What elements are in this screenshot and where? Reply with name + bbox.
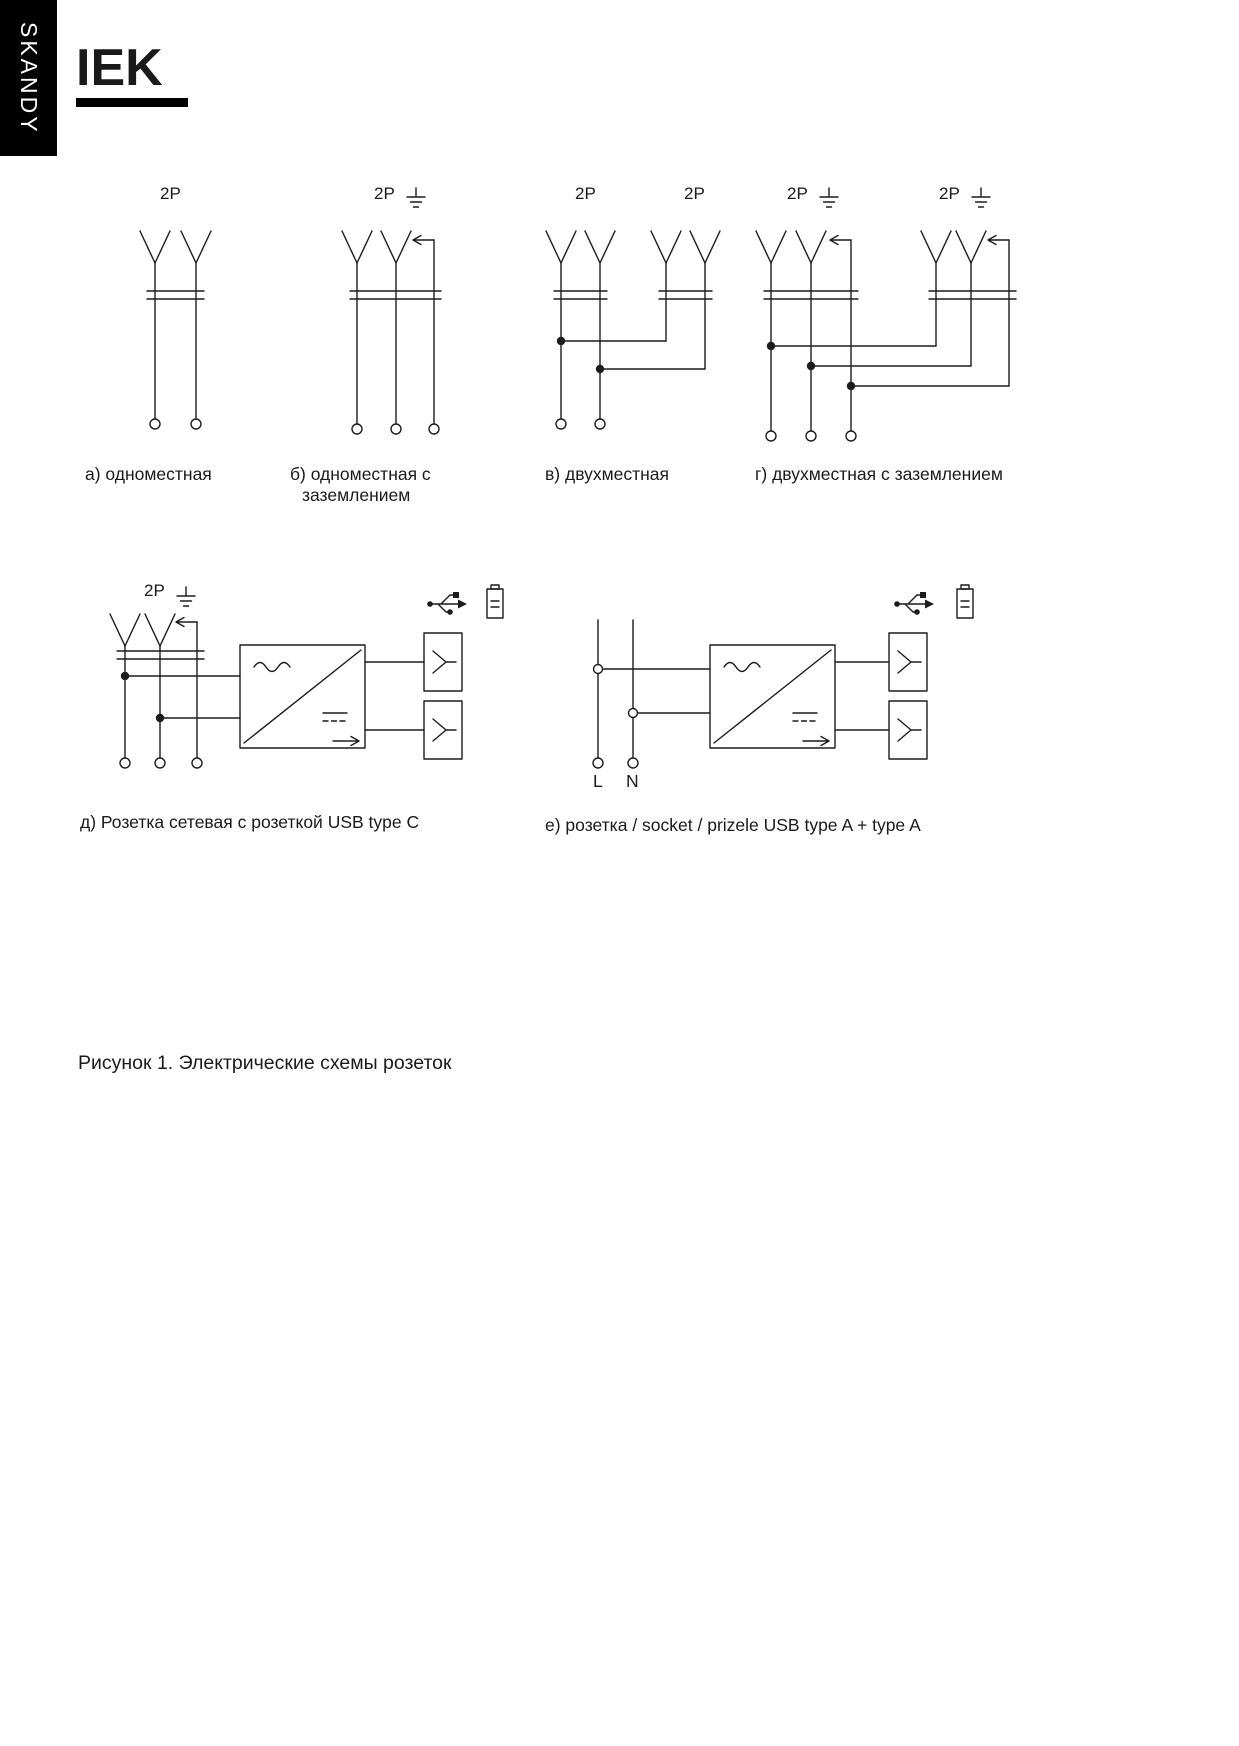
acdc-converter-block [239,644,366,749]
label-neutral-terminal: N [626,771,639,791]
label-2p: 2P [374,184,395,203]
logo-underline-bar [76,98,188,107]
label-2p: 2P [787,184,808,203]
earth-icon [819,187,839,208]
battery-icon [956,584,974,619]
caption-diagram-b-line2: заземлением [302,485,411,505]
earth-icon [971,187,991,208]
usb-icon [894,592,934,615]
caption-diagram-g: г) двухместная с заземлением [755,464,1003,484]
schematic-double-socket-earthed [755,187,1017,442]
earth-icon [406,187,426,208]
logo: IEK [76,42,188,107]
brand-sidebar: SKANDY [0,0,57,156]
caption-diagram-a: а) одноместная [85,464,212,484]
schematic-socket-usb-type-a [592,584,974,769]
schematic-single-socket [139,230,212,430]
logo-text: IEK [76,39,163,97]
schematics-canvas [109,187,1017,769]
caption-diagram-b-line1: б) одноместная с [290,464,431,484]
label-2p: 2P [684,184,705,203]
label-2p: 2P [160,184,181,203]
schematic-double-socket [545,230,721,430]
usb-icon [427,592,467,615]
battery-icon [486,584,504,619]
schematic-single-socket-earthed [341,187,442,435]
caption-diagram-e: е) розетка / socket / prizele USB type A… [545,815,921,835]
caption-diagram-d: д) Розетка сетевая с розеткой USB type C [80,812,420,832]
usb-output-port [888,632,928,692]
usb-output-port [423,632,463,692]
label-2p: 2P [144,581,165,600]
brand-vertical-text: SKANDY [16,21,42,135]
earth-icon [176,586,196,607]
usb-output-port [423,700,463,760]
caption-diagram-v: в) двухместная [545,464,670,484]
schematic-socket-usb-type-c [109,584,504,769]
figure-caption: Рисунок 1. Электрические схемы розеток [78,1052,452,1074]
acdc-converter-block [709,644,836,749]
label-2p: 2P [939,184,960,203]
label-line-terminal: L [593,771,603,791]
usb-output-port [888,700,928,760]
label-2p: 2P [575,184,596,203]
